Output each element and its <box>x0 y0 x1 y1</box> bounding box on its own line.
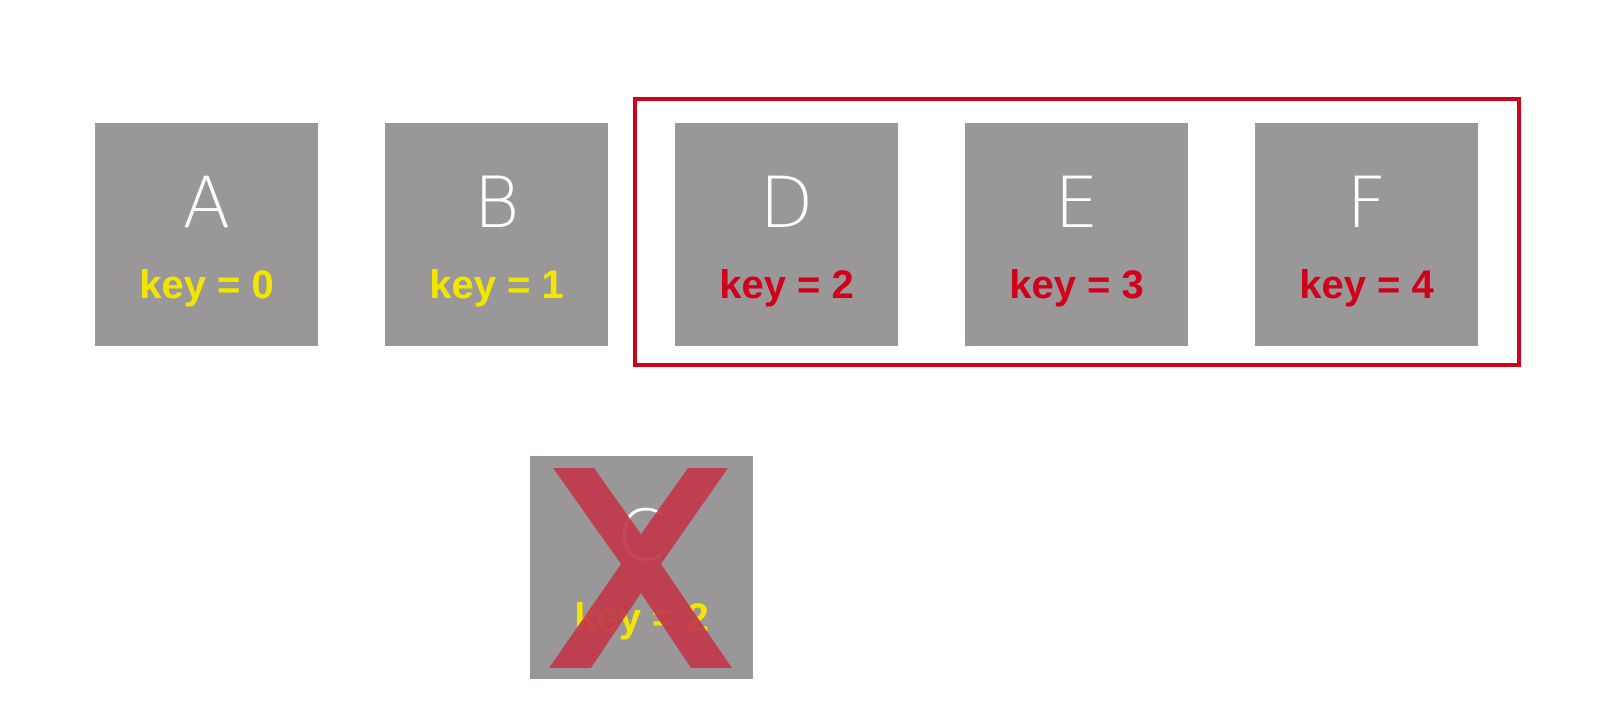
item-letter: E <box>1054 162 1099 244</box>
removed-item-box-c: C key = 2 <box>530 456 753 679</box>
item-key-changed: key = 2 <box>719 263 854 307</box>
item-letter: D <box>759 162 814 244</box>
item-box-d: D key = 2 <box>675 123 898 346</box>
removed-item-key: key = 2 <box>574 596 709 640</box>
item-key: key = 1 <box>429 263 564 307</box>
reindexed-items-highlight <box>633 97 1521 367</box>
item-box-f: F key = 4 <box>1255 123 1478 346</box>
item-letter: F <box>1346 162 1387 244</box>
item-key-changed: key = 3 <box>1009 263 1144 307</box>
item-box-e: E key = 3 <box>965 123 1188 346</box>
item-letter: A <box>182 162 231 244</box>
item-letter: B <box>473 162 520 244</box>
removed-item-letter: C <box>617 495 666 577</box>
item-box-b: B key = 1 <box>385 123 608 346</box>
item-box-a: A key = 0 <box>95 123 318 346</box>
item-key: key = 0 <box>139 263 274 307</box>
item-key-changed: key = 4 <box>1299 263 1434 307</box>
